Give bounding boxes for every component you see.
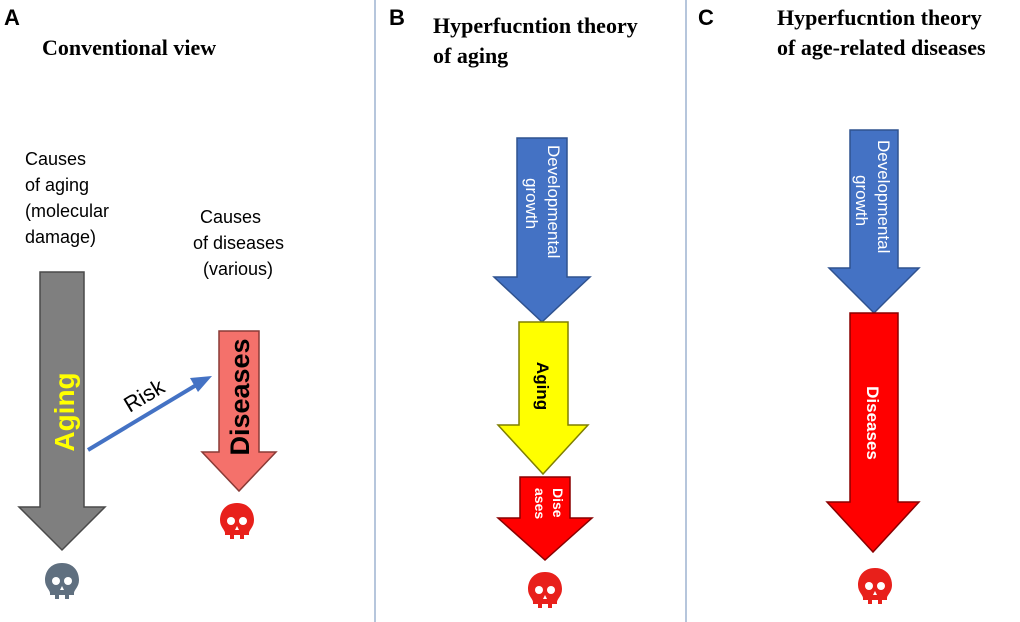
skull-icon: [858, 568, 892, 604]
diseases-arrow: [200, 330, 278, 493]
panel-b: B Hyperfucntion theory of aging Developm…: [389, 5, 638, 608]
aging-arrow-label: Aging: [533, 362, 552, 410]
aging-arrow: [496, 321, 590, 476]
skull-icon: [45, 563, 79, 599]
svg-text:Causes: Causes: [25, 149, 86, 169]
growth-arrow-label-2: growth: [852, 175, 871, 226]
aging-arrow-label: Aging: [49, 372, 80, 451]
svg-text:Causes: Causes: [200, 207, 261, 227]
diseases-arrow-label-1: Dise: [550, 488, 566, 518]
panel-a: A Conventional view Causes of aging (mol…: [4, 5, 284, 599]
risk-label: Risk: [119, 373, 169, 417]
diseases-arrow-label: Diseases: [863, 386, 882, 460]
svg-text:of diseases: of diseases: [193, 233, 284, 253]
disease-causes-label: Causes of diseases (various): [193, 207, 284, 279]
growth-arrow-label-1: Developmental: [544, 145, 563, 258]
panel-title-a: Conventional view: [42, 35, 216, 60]
skull-icon: [220, 503, 254, 539]
growth-arrow: [492, 137, 592, 324]
growth-arrow-label-1: Developmental: [874, 140, 893, 253]
panel-c: C Hyperfucntion theory of age-related di…: [698, 5, 986, 604]
growth-arrow-label-2: growth: [522, 178, 541, 229]
svg-text:damage): damage): [25, 227, 96, 247]
svg-text:(various): (various): [203, 259, 273, 279]
risk-arrow: [86, 382, 200, 452]
svg-text:(molecular: (molecular: [25, 201, 109, 221]
diseases-arrow: [825, 312, 921, 554]
aging-causes-label: Causes of aging (molecular damage): [25, 149, 109, 247]
skull-icon: [528, 572, 562, 608]
diseases-arrow: [496, 476, 594, 562]
aging-arrow: [17, 271, 107, 552]
panel-letter-c: C: [698, 5, 714, 30]
panel-title-b-line1: Hyperfucntion theory: [433, 13, 638, 38]
panel-title-b-line2: of aging: [433, 43, 508, 68]
diseases-arrow-label: Diseases: [225, 338, 255, 455]
panel-letter-a: A: [4, 5, 20, 30]
risk-arrowhead: [190, 376, 212, 392]
diseases-arrow-label-2: ases: [532, 488, 548, 519]
panel-letter-b: B: [389, 5, 405, 30]
panel-title-c-line2: of age-related diseases: [777, 35, 986, 60]
growth-arrow: [827, 129, 921, 315]
svg-text:of aging: of aging: [25, 175, 89, 195]
panel-title-c-line1: Hyperfucntion theory: [777, 5, 982, 30]
